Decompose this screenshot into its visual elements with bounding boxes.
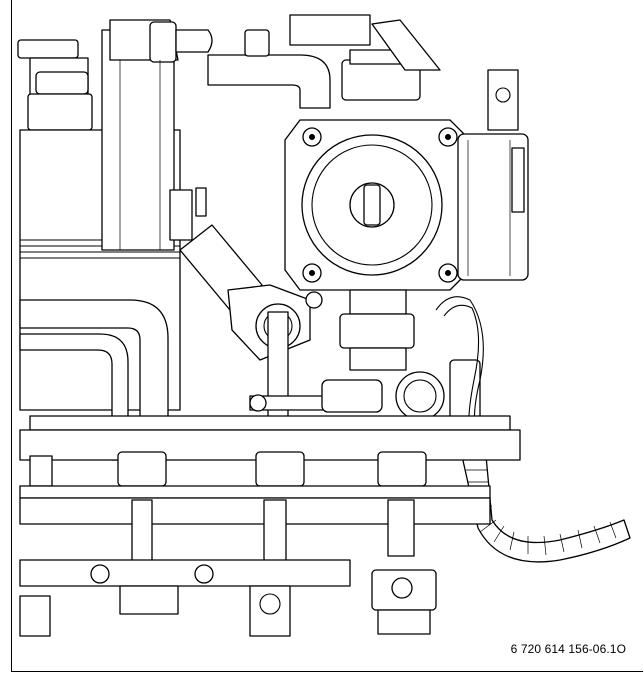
- figure-code: 6 720 614 156-06.1O: [510, 642, 626, 656]
- heat-exchanger-column: [17, 19, 213, 411]
- circulation-pump: [284, 119, 529, 371]
- top-pipework: [207, 14, 519, 131]
- corrugated-drain-hose: [435, 296, 631, 563]
- base-manifold: [19, 415, 521, 637]
- figure-frame: [11, 0, 643, 672]
- pressure-sensor: [169, 187, 323, 361]
